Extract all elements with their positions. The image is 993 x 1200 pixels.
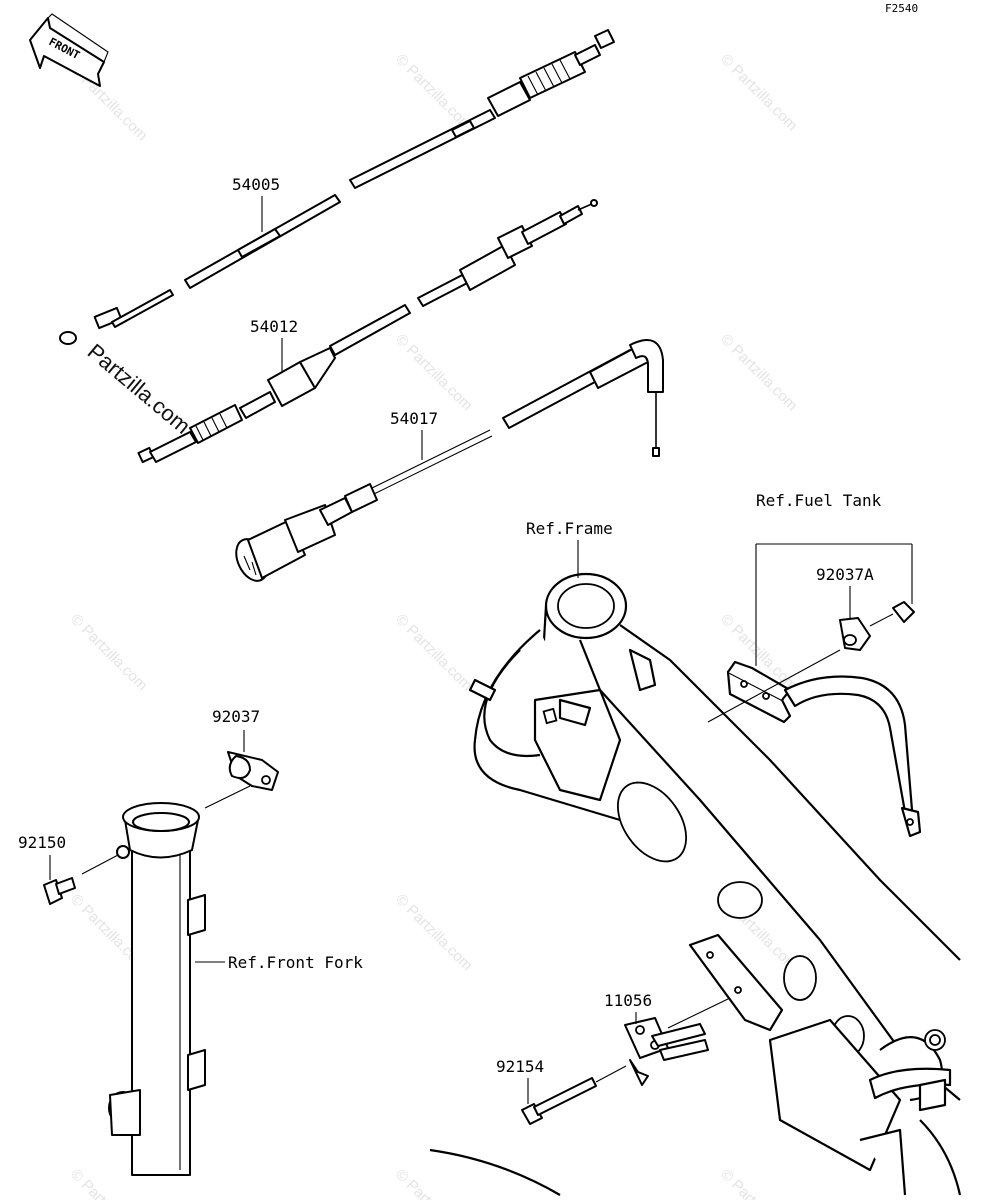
ref-front-fork[interactable]: Ref.Front Fork [228, 953, 363, 972]
callout-54012[interactable]: 54012 [250, 317, 298, 336]
watermark: © Partzilla.com [392, 891, 475, 974]
watermark: © Partzilla.com [392, 611, 475, 694]
cable-54005[interactable] [59, 29, 615, 346]
ref-frame[interactable]: Ref.Frame [526, 519, 613, 538]
callout-54017[interactable]: 54017 [390, 409, 438, 428]
watermark: © Partzilla.com [717, 1166, 800, 1200]
watermark: © Partzilla.com [717, 51, 800, 134]
bolt-92154[interactable] [521, 1077, 597, 1125]
leader-line [204, 785, 251, 809]
callout-11056[interactable]: 11056 [604, 991, 652, 1010]
bracket-11056[interactable] [624, 1017, 709, 1086]
leader-line [707, 649, 841, 723]
watermark: © Partzilla.com [717, 331, 800, 414]
leader-line [81, 854, 119, 875]
leader-line [667, 997, 731, 1029]
front-fork[interactable] [108, 802, 206, 1176]
clamp-92037A[interactable] [839, 601, 915, 651]
callout-92037[interactable]: 92037 [212, 707, 260, 726]
front-arrow-icon: FRONT [29, 13, 109, 87]
frame[interactable] [429, 572, 962, 1196]
clamp-92037[interactable] [227, 730, 279, 791]
watermark: © Partzilla.com [392, 331, 475, 414]
callout-92150[interactable]: 92150 [18, 833, 66, 852]
fuel-tank-brackets[interactable] [726, 660, 922, 838]
callout-92154[interactable]: 92154 [496, 1057, 544, 1076]
cable-54012[interactable] [137, 199, 598, 464]
ref-fuel-tank[interactable]: Ref.Fuel Tank [756, 491, 882, 510]
diagram-code: F2540 [885, 2, 918, 15]
watermark: © Partzilla.com [392, 51, 475, 134]
cable-54017[interactable] [230, 339, 664, 586]
watermark: © Partzilla.com [67, 611, 150, 694]
watermark: © Partzilla.com [392, 1166, 475, 1200]
partzilla-watermark: Partzilla.com [83, 339, 196, 439]
callout-92037A[interactable]: 92037A [816, 565, 874, 584]
leader-line [595, 1065, 627, 1083]
callout-54005[interactable]: 54005 [232, 175, 280, 194]
bolt-92150[interactable] [43, 877, 76, 905]
